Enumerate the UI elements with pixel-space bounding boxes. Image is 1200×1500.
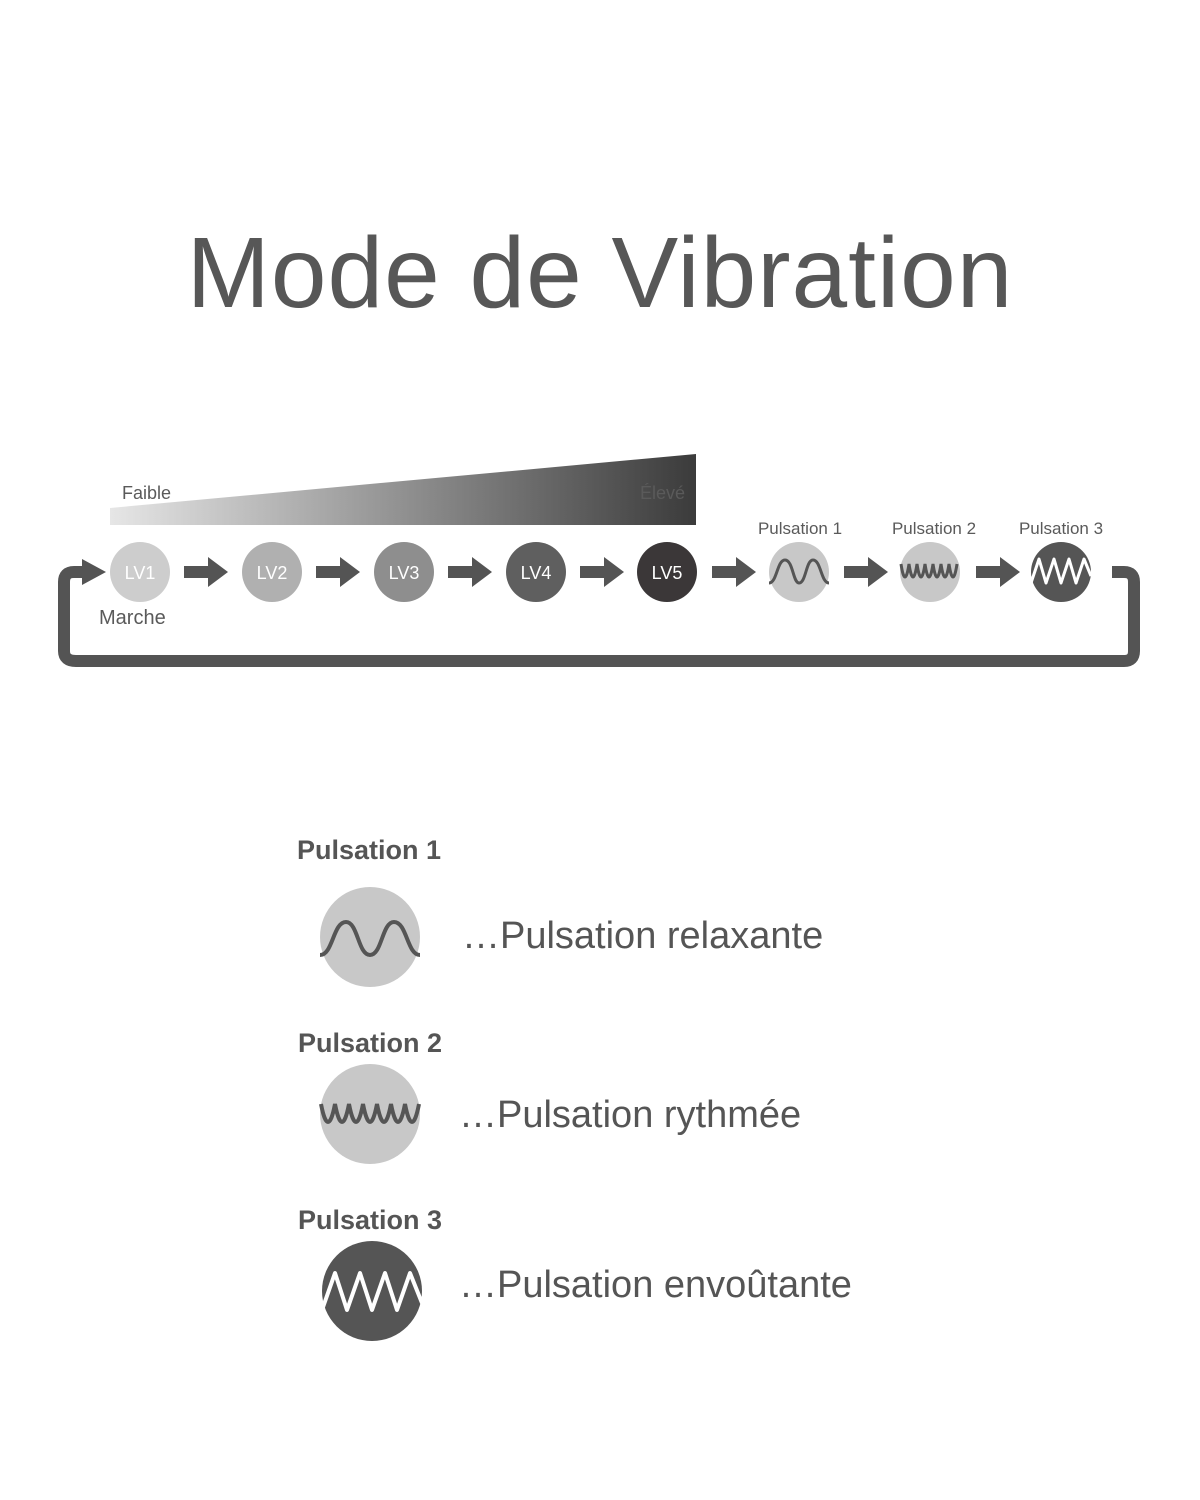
low-intensity-label: Faible <box>122 483 172 503</box>
page-title: Mode de Vibration <box>186 217 1014 329</box>
intensity-ramp <box>110 454 696 525</box>
pulsation-1-top-label: Pulsation 1 <box>757 519 843 538</box>
lv1-label: LV1 <box>125 563 156 583</box>
step-arrows <box>184 557 1020 587</box>
pulsation-3-top-label: Pulsation 3 <box>1018 519 1104 538</box>
lv3-label: LV3 <box>389 563 420 583</box>
legend-dense-wave-icon <box>319 1103 421 1124</box>
start-label: Marche <box>99 607 166 629</box>
legend-2-description: …Pulsation rythmée <box>459 1094 802 1136</box>
legend-1-heading: Pulsation 1 <box>297 835 442 865</box>
lv2-circle <box>242 542 302 602</box>
arrow-lv4-lv5 <box>580 557 624 587</box>
arrow-lv5-p1 <box>712 557 756 587</box>
legend-3-description: …Pulsation envoûtante <box>459 1264 852 1306</box>
high-intensity-label: Élevé <box>640 483 686 503</box>
lv5-circle <box>637 542 697 602</box>
legend-sawtooth-wave-icon <box>320 1271 424 1312</box>
lv3-circle <box>374 542 434 602</box>
loop-back-path <box>58 566 1140 667</box>
legend-2-heading: Pulsation 2 <box>298 1028 443 1058</box>
arrow-p1-p2 <box>844 557 888 587</box>
legend-3-circle <box>322 1241 422 1341</box>
legend-2-circle <box>320 1064 420 1164</box>
loop-back-arrowhead <box>82 559 106 585</box>
legend-1-description: …Pulsation relaxante <box>462 915 824 957</box>
sawtooth-wave-icon <box>1029 557 1093 585</box>
lv1-circle <box>110 542 170 602</box>
pulsation-1-circle <box>769 542 829 602</box>
arrow-p2-p3 <box>976 557 1020 587</box>
lv4-circle <box>506 542 566 602</box>
legend-1-circle <box>320 887 420 987</box>
lv2-label: LV2 <box>257 563 288 583</box>
legend-smooth-wave-icon <box>319 919 421 958</box>
pulsation-2-top-label: Pulsation 2 <box>891 519 977 538</box>
lv4-label: LV4 <box>521 563 552 583</box>
pulsation-3-circle <box>1031 542 1091 602</box>
smooth-wave-icon <box>768 558 830 585</box>
arrow-lv1-lv2 <box>184 557 228 587</box>
legend-3-heading: Pulsation 3 <box>298 1205 443 1235</box>
arrow-lv3-lv4 <box>448 557 492 587</box>
arrow-lv2-lv3 <box>316 557 360 587</box>
lv5-label: LV5 <box>652 563 683 583</box>
dense-wave-icon <box>899 563 959 579</box>
